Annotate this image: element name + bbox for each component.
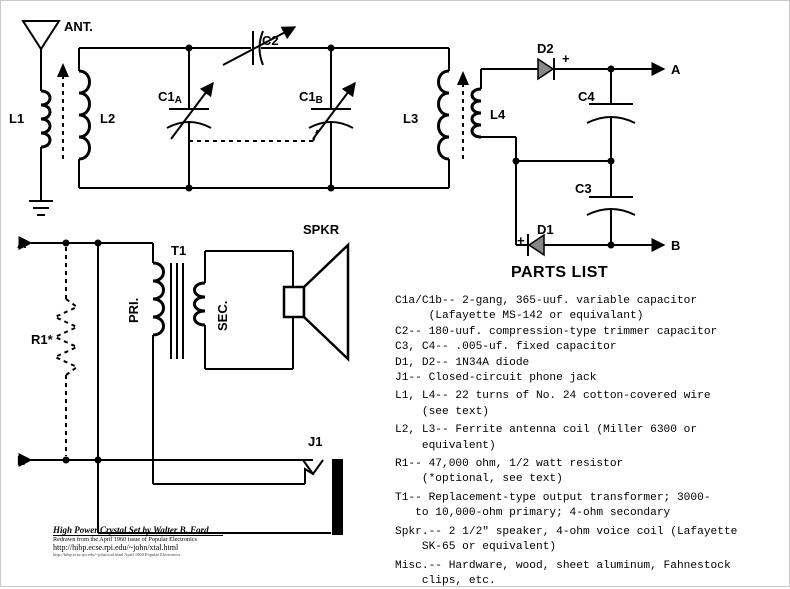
l3-label: L3 <box>403 111 418 126</box>
diode-d2 <box>537 57 666 81</box>
parts-list-title: PARTS LIST <box>511 264 609 281</box>
credit-block: High Power Crystal Set by Walter B. Ford… <box>53 525 223 557</box>
parts-list-line: clips, etc. <box>395 574 496 587</box>
c4-label: C4 <box>578 89 595 104</box>
r1-label: R1* <box>31 332 54 347</box>
transformer-core <box>170 263 184 359</box>
parts-list-line: Misc.-- Hardware, wood, sheet aluminum, … <box>395 559 731 572</box>
ground-symbol <box>29 200 53 216</box>
parts-list-line: (Lafayette MS-142 or equivalant) <box>395 310 644 323</box>
c1a-label: C1A <box>158 89 182 106</box>
capacitor-c4 <box>586 69 636 161</box>
c1b-label: C1B <box>299 89 323 106</box>
parts-list-line: Spkr.-- 2 1/2" speaker, 4-ohm voice coil… <box>395 525 738 538</box>
parts-list-line: D1, D2-- 1N34A diode <box>395 356 530 369</box>
credit-source: Redrawn from the April 1960 issue of Pop… <box>53 536 198 543</box>
trimmer-capacitor-c2 <box>222 26 297 67</box>
antenna-label: ANT. <box>64 19 93 34</box>
c2-label: C2 <box>262 33 279 48</box>
coil-l1 <box>40 89 52 149</box>
resistor-r1 <box>52 247 80 456</box>
parts-list-line: SK-65 or equivalent) <box>395 541 557 554</box>
output-b-label: B <box>671 238 680 253</box>
diode-d1 <box>527 233 666 257</box>
t1-label: T1 <box>171 243 186 258</box>
credit-title: High Power Crystal Set by Walter B. Ford <box>53 525 223 536</box>
speaker-symbol <box>282 242 350 362</box>
parts-list-line: L2, L3-- Ferrite antenna coil (Miller 63… <box>395 424 698 437</box>
input-b-label: B <box>17 453 26 468</box>
credit-url[interactable]: http://hibp.ecse.rpi.edu/~john/xtal.html <box>53 543 179 552</box>
transformer-secondary <box>193 281 206 327</box>
c3-label: C3 <box>575 181 592 196</box>
d2-plus: + <box>562 51 570 66</box>
parts-list-line: C3, C4-- .005-uf. fixed capacitor <box>395 341 617 354</box>
input-a-label: A <box>17 236 27 251</box>
parts-list: C1a/C1b-- 2-gang, 365-uuf. variable capa… <box>395 294 785 589</box>
coil-l3 <box>437 69 450 161</box>
secondary-label: SEC. <box>215 301 230 331</box>
parts-list-line: L1, L4-- 22 turns of No. 24 cotton-cover… <box>395 390 711 403</box>
coil-l4 <box>470 87 482 139</box>
coupling-arrow-l1-l2 <box>57 63 69 159</box>
parts-list-line: (*optional, see text) <box>395 473 563 486</box>
j1-label: J1 <box>308 434 322 449</box>
l4-label: L4 <box>490 107 506 122</box>
parts-list-line: T1-- Replacement-type output transformer… <box>395 491 711 504</box>
variable-capacitor-c1b <box>308 48 356 188</box>
gang-link <box>189 126 320 142</box>
parts-list-line: equivalent) <box>395 439 496 452</box>
variable-capacitor-c1a <box>166 48 214 188</box>
d1-label: D1 <box>537 222 554 237</box>
parts-list-line: J1-- Closed-circuit phone jack <box>395 372 597 385</box>
parts-list-line: C1a/C1b-- 2-gang, 365-uuf. variable capa… <box>395 295 698 307</box>
parts-list-line: C2-- 180-uuf. compression-type trimmer c… <box>395 325 718 338</box>
d1-plus: + <box>517 233 525 248</box>
capacitor-c3 <box>586 161 636 245</box>
l1-label: L1 <box>9 111 24 126</box>
l2-label: L2 <box>100 111 115 126</box>
transformer-primary <box>152 261 165 337</box>
credit-fine-print: http://hibp.ecse.rpi.edu/~john/xtal.html… <box>53 552 181 557</box>
d2-label: D2 <box>537 41 554 56</box>
phone-jack-j1 <box>302 459 343 535</box>
antenna-symbol <box>21 20 61 91</box>
coupling-arrow-l3-l4 <box>457 71 469 159</box>
parts-list-line: to 10,000-ohm primary; 4-ohm secondary <box>395 507 671 520</box>
primary-label: PRI. <box>126 298 141 323</box>
output-a-label: A <box>671 62 681 77</box>
coil-l2 <box>78 69 91 161</box>
parts-list-line: (see text) <box>395 405 489 418</box>
parts-list-line: R1-- 47,000 ohm, 1/2 watt resistor <box>395 458 624 471</box>
speaker-label: SPKR <box>303 222 340 237</box>
